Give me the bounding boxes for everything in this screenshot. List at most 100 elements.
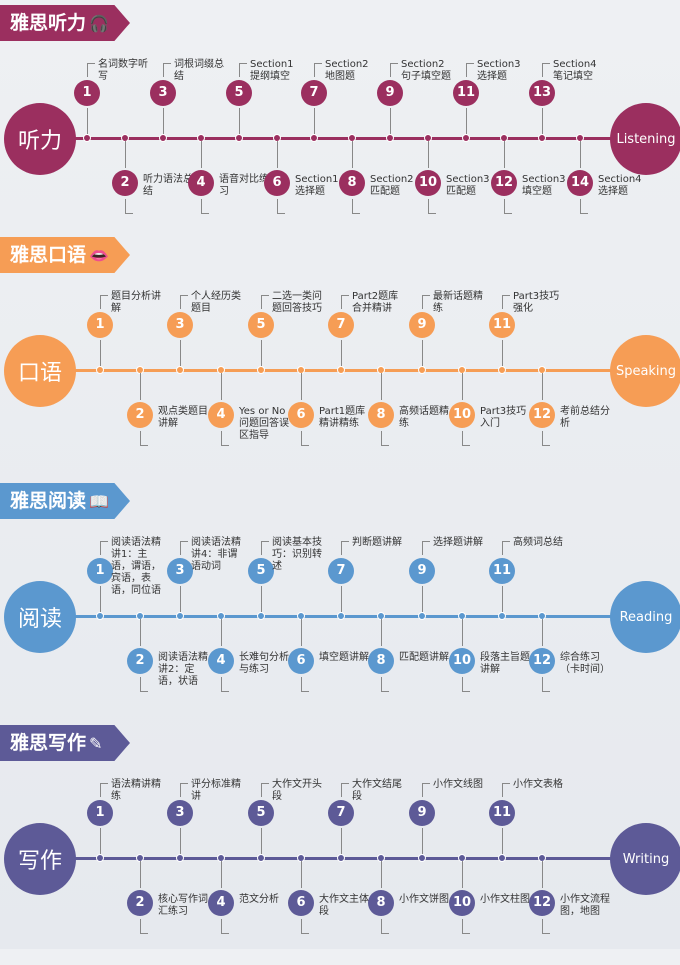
connector-line	[390, 108, 391, 134]
label-bracket	[301, 691, 309, 692]
label-bracket	[100, 541, 101, 555]
timeline-dot	[83, 134, 91, 142]
connector-line	[180, 586, 181, 612]
step-number-badge: 2	[127, 890, 153, 916]
section-banner: 雅思写作✎	[0, 725, 130, 761]
label-bracket	[341, 295, 349, 296]
step-number-badge: 3	[167, 800, 193, 826]
label-bracket	[261, 295, 262, 309]
connector-line	[381, 861, 382, 888]
label-bracket	[301, 431, 302, 445]
timeline-end-circle: Speaking	[610, 335, 680, 407]
timeline-dot	[418, 366, 426, 374]
label-bracket	[140, 919, 141, 933]
timeline-line	[40, 137, 640, 140]
label-bracket	[428, 213, 436, 214]
label-bracket	[180, 783, 188, 784]
step-number-badge: 14	[567, 170, 593, 196]
step-label: 阅读语法精讲1：主语，谓语，宾语，表语，同位语	[111, 537, 161, 596]
label-bracket	[221, 933, 229, 934]
timeline-dot	[498, 854, 506, 862]
step-label: 长难句分析与练习	[239, 652, 289, 675]
label-bracket	[301, 933, 309, 934]
step-number-badge: 12	[491, 170, 517, 196]
step-number-badge: 8	[368, 402, 394, 428]
timeline-dot	[176, 612, 184, 620]
connector-line	[466, 108, 467, 134]
step-label: Section4 选择题	[598, 174, 642, 197]
label-bracket	[277, 199, 278, 213]
connector-line	[462, 861, 463, 888]
label-bracket	[87, 63, 95, 64]
timeline-dot	[176, 854, 184, 862]
step-number-badge: 12	[529, 648, 555, 674]
timeline-dot	[498, 366, 506, 374]
step-label: 大作文开头段	[272, 779, 322, 802]
connector-line	[542, 373, 543, 400]
step-number-badge: 10	[449, 890, 475, 916]
step-label: Section1 提纲填空	[250, 59, 294, 82]
connector-line	[140, 373, 141, 400]
label-bracket	[422, 783, 430, 784]
label-bracket	[542, 933, 550, 934]
step-label: 评分标准精讲	[191, 779, 241, 802]
label-bracket	[422, 295, 423, 309]
label-bracket	[314, 63, 315, 77]
connector-line	[542, 861, 543, 888]
label-bracket	[261, 783, 262, 797]
step-number-badge: 3	[167, 312, 193, 338]
timeline-dot	[418, 854, 426, 862]
label-bracket	[301, 445, 309, 446]
label-bracket	[542, 63, 543, 77]
label-bracket	[542, 691, 550, 692]
label-bracket	[100, 783, 108, 784]
label-bracket	[542, 445, 550, 446]
step-label: 二选一类问题回答技巧	[272, 291, 322, 314]
timeline-dot	[96, 366, 104, 374]
connector-line	[504, 141, 505, 168]
connector-line	[422, 586, 423, 612]
label-bracket	[341, 295, 342, 309]
step-label: Part2题库合并精讲	[352, 291, 399, 314]
step-number-badge: 2	[127, 648, 153, 674]
timeline-dot	[257, 854, 265, 862]
label-bracket	[221, 445, 229, 446]
label-bracket	[542, 919, 543, 933]
step-number-badge: 7	[328, 558, 354, 584]
label-bracket	[100, 541, 108, 542]
connector-line	[261, 828, 262, 854]
step-number-badge: 11	[489, 800, 515, 826]
label-bracket	[428, 199, 429, 213]
label-bracket	[221, 677, 222, 691]
timeline-end-circle: Reading	[610, 581, 680, 653]
step-number-badge: 10	[449, 648, 475, 674]
label-bracket	[341, 541, 342, 555]
connector-line	[542, 619, 543, 646]
label-bracket	[125, 213, 133, 214]
connector-line	[87, 108, 88, 134]
label-bracket	[462, 933, 470, 934]
label-bracket	[180, 295, 181, 309]
label-bracket	[163, 63, 171, 64]
step-number-badge: 1	[87, 558, 113, 584]
connector-line	[314, 108, 315, 134]
connector-line	[301, 861, 302, 888]
label-bracket	[163, 63, 164, 77]
label-bracket	[502, 295, 510, 296]
section-title: 雅思写作	[10, 732, 87, 754]
step-number-badge: 6	[288, 648, 314, 674]
timeline-dot	[337, 612, 345, 620]
step-number-badge: 2	[127, 402, 153, 428]
timeline-dot	[96, 854, 104, 862]
step-label: 语法精讲精练	[111, 779, 161, 802]
label-bracket	[381, 919, 382, 933]
label-bracket	[221, 691, 229, 692]
label-bracket	[462, 445, 470, 446]
label-bracket	[502, 541, 510, 542]
timeline-dot	[310, 134, 318, 142]
timeline-start-circle: 口语	[4, 335, 76, 407]
step-label: 小作文表格	[513, 779, 563, 790]
step-label: Section2 匹配题	[370, 174, 414, 197]
label-bracket	[390, 63, 398, 64]
step-number-badge: 3	[150, 80, 176, 106]
